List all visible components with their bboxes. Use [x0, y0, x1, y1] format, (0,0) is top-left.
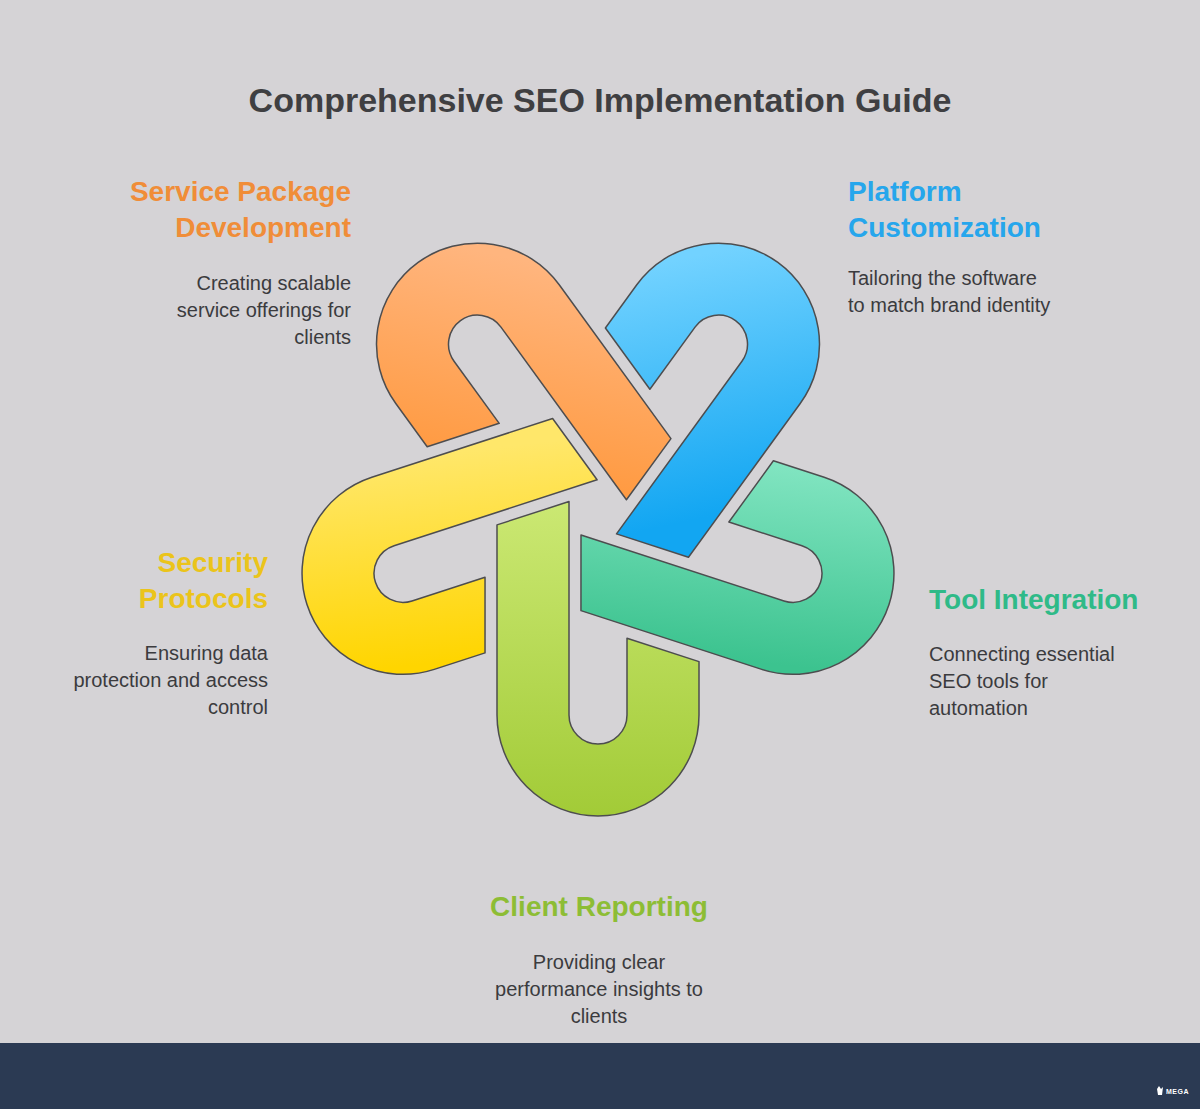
section-heading: Service Package Development — [91, 174, 351, 246]
section-description: Connecting essential SEO tools for autom… — [929, 641, 1129, 722]
section-group: Security ProtocolsEnsuring data protecti… — [8, 545, 268, 721]
section-heading: Tool Integration — [929, 582, 1189, 618]
watermark-text: MEGA — [1166, 1087, 1189, 1096]
section-heading: Platform Customization — [848, 174, 1088, 246]
section-description: Tailoring the software to match brand id… — [848, 265, 1055, 319]
section-heading: Client Reporting — [469, 889, 729, 925]
background — [0, 0, 1200, 1043]
section-group: Platform CustomizationTailoring the soft… — [848, 174, 1108, 319]
section-group: Client ReportingProviding clear performa… — [469, 889, 729, 1030]
logo-icon — [1157, 1086, 1163, 1095]
footer-band — [0, 1043, 1200, 1109]
diagram-title: Comprehensive SEO Implementation Guide — [0, 80, 1200, 120]
section-description: Ensuring data protection and access cont… — [63, 640, 268, 721]
section-description: Creating scalable service offerings for … — [156, 270, 351, 351]
section-heading: Security Protocols — [88, 545, 268, 617]
yellow-loop — [276, 411, 637, 700]
section-group: Service Package DevelopmentCreating scal… — [91, 174, 351, 351]
section-group: Tool IntegrationConnecting essential SEO… — [929, 582, 1189, 722]
section-description: Providing clear performance insights to … — [489, 949, 709, 1030]
